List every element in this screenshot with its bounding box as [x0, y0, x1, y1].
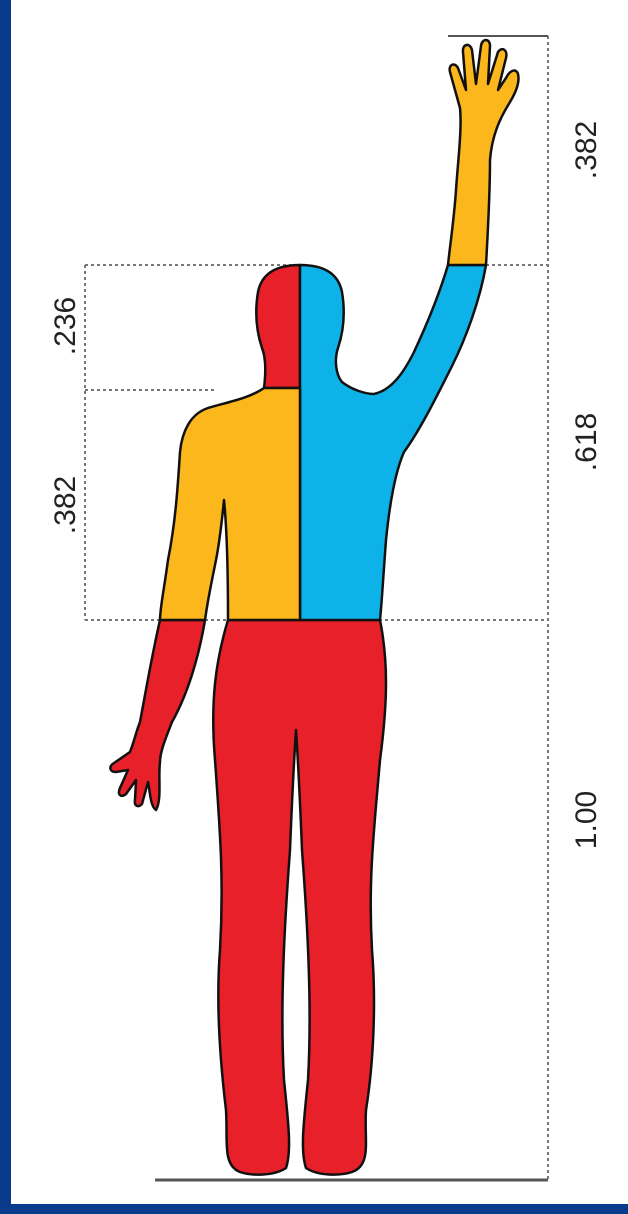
raised-forearm-yellow: [448, 40, 519, 265]
right-side-blue: [300, 265, 486, 620]
lowered-arm-red: [110, 620, 205, 810]
body-figure: [110, 40, 518, 1175]
left-torso-yellow: [160, 388, 300, 620]
label-torso-ratio: .382: [49, 476, 82, 534]
label-forearm-ratio: .382: [570, 121, 603, 179]
label-head-ratio: .236: [49, 297, 82, 355]
lower-body-red: [213, 620, 386, 1175]
label-arm-to-waist-ratio: .618: [570, 413, 603, 471]
head-left-red: [256, 265, 300, 388]
label-total-height-ratio: 1.00: [570, 791, 603, 849]
